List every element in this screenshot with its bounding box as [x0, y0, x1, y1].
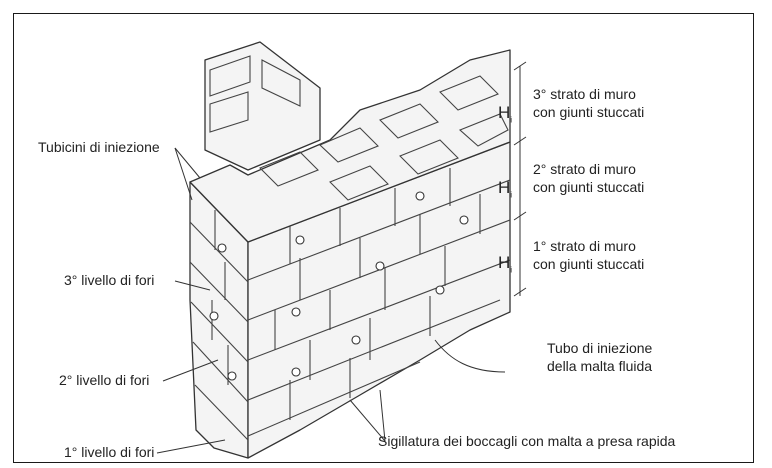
label-3-strato-line1: 3° strato di muro	[533, 86, 636, 102]
label-2-livello-di-fori: 2° livello di fori	[59, 372, 150, 388]
label-tubicini-di-iniezione: Tubicini di iniezione	[38, 139, 160, 155]
injection-tube	[295, 235, 305, 245]
course-line	[194, 384, 249, 441]
leader-livello1	[156, 439, 226, 454]
top-block	[458, 113, 509, 147]
leader-livello3	[174, 280, 211, 291]
wall-back-pier	[204, 41, 321, 171]
injection-tube	[209, 311, 219, 321]
top-block	[319, 127, 379, 163]
injection-tube	[217, 243, 227, 253]
injection-tube	[459, 215, 469, 225]
dimension-tick	[513, 61, 527, 71]
label-1-strato-line2: con giunti stuccati	[533, 256, 645, 272]
dimension-tick	[513, 287, 527, 297]
leader-sigillatura	[349, 399, 386, 442]
top-block	[379, 103, 439, 139]
top-block	[329, 165, 389, 201]
injection-tube	[435, 285, 445, 295]
course-line	[189, 221, 249, 283]
course-line	[192, 341, 249, 403]
dimension-tick	[513, 136, 527, 146]
label-sigillatura: Sigillatura dei boccagli con malta a pre…	[378, 433, 676, 449]
label-3-strato-line2: con giunti stuccati	[533, 104, 645, 120]
dimension-tick	[513, 211, 527, 221]
label-1-livello-di-fori: 1° livello di fori	[64, 444, 155, 460]
course-line	[189, 261, 249, 323]
course-line	[190, 301, 249, 363]
top-block	[399, 139, 459, 175]
label-2-strato-line2: con giunti stuccati	[533, 179, 645, 195]
label-1-strato-line1: 1° strato di muro	[533, 238, 636, 254]
injection-tube	[227, 371, 237, 381]
leader-livello2	[162, 359, 219, 382]
injection-tube	[351, 335, 361, 345]
top-block	[259, 151, 319, 187]
top-block	[439, 75, 499, 111]
label-tubo-line1: Tubo di iniezione	[547, 340, 653, 356]
height-marker-2: Hi	[498, 178, 513, 200]
course-line	[247, 259, 511, 361]
leader-tubicini	[174, 147, 201, 179]
injection-tube	[291, 367, 301, 377]
leader-sigillatura	[379, 389, 386, 442]
course-line	[247, 179, 511, 281]
label-2-strato-line1: 2° strato di muro	[533, 161, 636, 177]
label-3-livello-di-fori: 3° livello di fori	[64, 272, 155, 288]
height-marker-3: Hi	[498, 103, 513, 125]
wall-front-face	[247, 141, 511, 459]
leader-tubo	[434, 339, 506, 373]
injection-tube	[375, 261, 385, 271]
wall-top-face	[189, 49, 511, 243]
height-marker-1: Hi	[498, 253, 513, 275]
course-line	[247, 361, 421, 437]
pier-block	[209, 91, 249, 133]
label-tubo-line2: della malta fluida	[547, 358, 653, 374]
injection-tube	[291, 307, 301, 317]
pier-block	[209, 55, 251, 97]
pier-block	[261, 59, 301, 107]
injection-tube	[415, 191, 425, 201]
leader-tubicini	[174, 147, 193, 201]
